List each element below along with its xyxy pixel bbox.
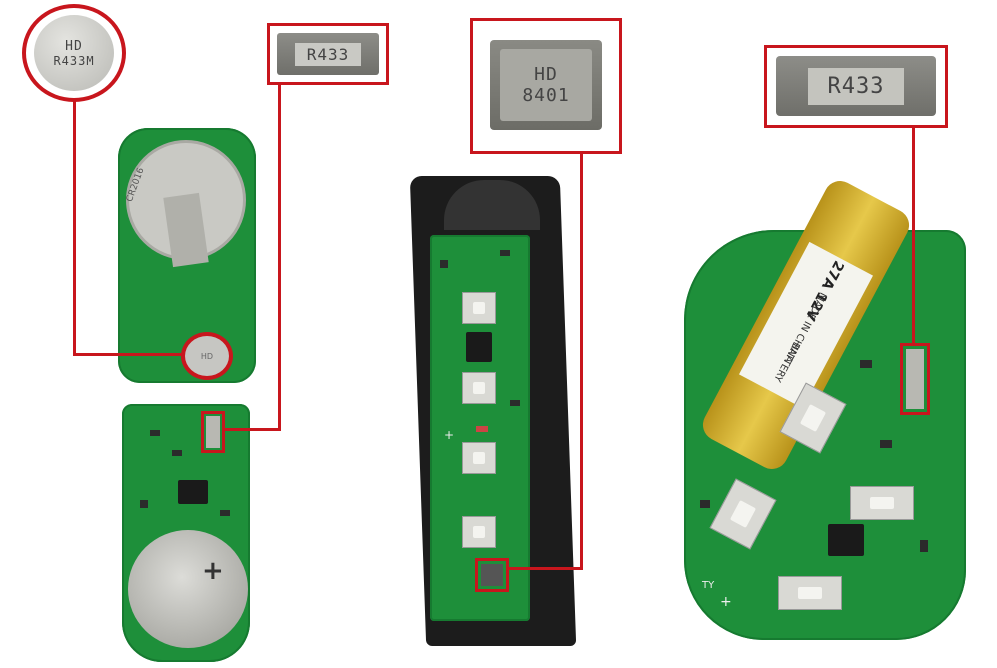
panel-middle: + HD 8401 <box>380 0 640 668</box>
smd-left-2 <box>172 450 182 456</box>
smd-left-1 <box>150 430 160 436</box>
smd-middle-2 <box>500 250 510 256</box>
battery-line3: BATTERY <box>771 339 802 384</box>
connector-line-coin-horizontal <box>73 353 183 356</box>
hd8401-line1: HD <box>534 64 558 85</box>
coin-cell-holder-bottom <box>128 530 248 648</box>
r433-label-left: R433 <box>294 42 362 66</box>
hd8401-small-component <box>481 564 503 586</box>
panel-right: 27A 12V MADE IN CHINA BATTERY TY + R433 <box>660 0 997 668</box>
smd-middle-1 <box>440 260 448 268</box>
connector-line-hd8401-vertical <box>580 152 583 570</box>
tact-switch-r4 <box>778 576 842 610</box>
led-indicator <box>476 426 488 432</box>
r433-small-component-left <box>206 416 220 448</box>
small-coin-crystal: HD <box>181 332 233 380</box>
r433-small-highlight-right <box>900 343 930 415</box>
connector-line-hd8401-horizontal <box>507 567 583 570</box>
ic-chip-middle <box>466 332 492 362</box>
coin-crystal-body: HD R433M <box>34 15 114 91</box>
hd8401-line2: 8401 <box>522 85 570 106</box>
plus-mark-right: + <box>720 594 732 610</box>
hd8401-small-highlight <box>475 558 509 592</box>
plus-mark-left: + <box>202 556 224 586</box>
smd-right-2 <box>880 440 892 448</box>
smd-left-3 <box>140 500 148 508</box>
tact-switch-2 <box>462 372 496 404</box>
ic-chip-left <box>178 480 208 504</box>
smd-right-4 <box>920 540 928 552</box>
small-coin-crystal-text: HD <box>200 351 214 361</box>
hd8401-magnified: HD 8401 <box>490 40 602 130</box>
tact-switch-r3 <box>850 486 914 520</box>
smd-right-1 <box>860 360 872 368</box>
plus-mark-middle: + <box>444 428 455 442</box>
remote-case-opening <box>444 180 540 230</box>
connector-line-r433-left-vertical <box>278 85 281 431</box>
coin-crystal-magnified: HD R433M <box>22 4 126 102</box>
r433-magnified-right: R433 <box>776 56 936 116</box>
hd8401-body: HD 8401 <box>500 49 592 121</box>
smd-middle-3 <box>510 400 520 406</box>
smd-left-4 <box>220 510 230 516</box>
panel-left: CR2016 HD HD R433M + R433 <box>0 0 389 668</box>
coin-crystal-line1: HD <box>65 38 83 54</box>
coin-crystal-line2: R433M <box>53 53 95 68</box>
connector-line-r433-left-horizontal <box>223 428 281 431</box>
tact-switch-4 <box>462 516 496 548</box>
ic-chip-right <box>828 524 864 556</box>
r433-label-right: R433 <box>807 67 905 105</box>
r433-magnified-left: R433 <box>277 33 379 75</box>
smd-right-3 <box>700 500 710 508</box>
r433-small-component-right <box>906 349 924 409</box>
ty-mark: TY <box>702 580 715 591</box>
tact-switch-1 <box>462 292 496 324</box>
tact-switch-3 <box>462 442 496 474</box>
r433-small-highlight-left <box>201 411 225 453</box>
connector-line-coin-vertical <box>73 100 76 355</box>
connector-line-r433-right <box>912 127 915 345</box>
